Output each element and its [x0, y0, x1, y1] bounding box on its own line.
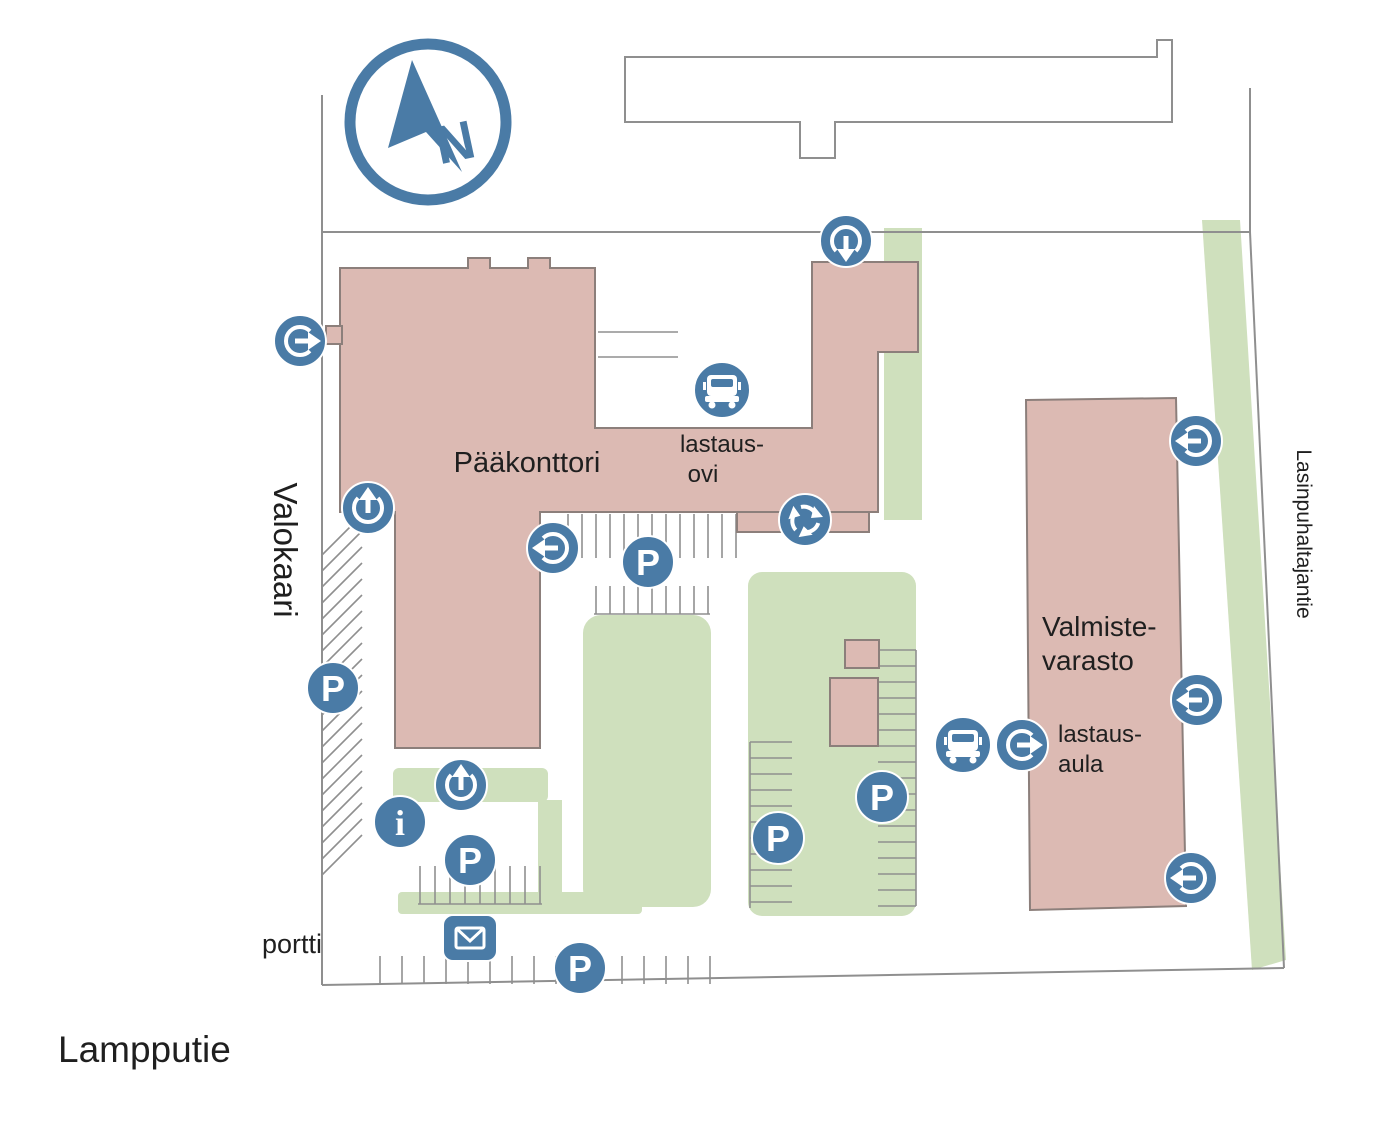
small-outbuilding-2 [829, 677, 879, 747]
entrance-arrow-icon [274, 315, 326, 367]
info-icon: i [373, 795, 427, 849]
parking-icon: P [621, 535, 675, 589]
loading-hall-label-line1: lastaus- [1058, 721, 1142, 748]
entrance-arrow-icon [996, 719, 1048, 771]
entrance-arrow-icon [820, 215, 872, 267]
parking-glyph: P [766, 818, 790, 859]
green-sliver [538, 800, 562, 906]
loading-hall-label-line2: aula [1058, 751, 1104, 778]
recycling-icon [777, 492, 833, 548]
gate-label: portti [262, 929, 322, 959]
entrance-arrow-icon [527, 522, 579, 574]
green-center-left [583, 615, 711, 907]
truck-icon [693, 361, 751, 419]
mailbox-icon [441, 913, 499, 963]
headquarters-building [339, 257, 919, 749]
entrance-arrow-icon [342, 482, 394, 534]
green-roadside-strip [1202, 220, 1286, 970]
parking-glyph: P [636, 542, 660, 583]
truck-icon [934, 716, 992, 774]
parking-icon: P [553, 941, 607, 995]
parking-icon: P [751, 811, 805, 865]
compass-needle [388, 60, 462, 172]
parking-stalls-center-right-column [878, 649, 917, 907]
info-glyph: i [395, 803, 405, 843]
loading-door-label-line2: ovi [688, 461, 719, 488]
loading-door-label-line1: lastaus- [680, 431, 764, 458]
entrance-arrow-icon [1165, 852, 1217, 904]
entrance-arrow-icon [1170, 415, 1222, 467]
neighbor-building-outline [624, 39, 1173, 159]
property-boundary [321, 88, 1285, 986]
green-areas [393, 220, 1286, 970]
loading-dock-lines [598, 331, 678, 358]
parking-glyph: P [870, 777, 894, 818]
warehouse-label-line1: Valmiste- [1042, 611, 1157, 642]
compass-icon: N [344, 38, 512, 206]
headquarters-entry-notch [325, 325, 343, 345]
street-label-valokaari: Valokaari [267, 482, 304, 617]
entrance-arrow-icon [435, 759, 487, 811]
parking-icon: P [855, 770, 909, 824]
warehouse-label-line2: varasto [1042, 645, 1134, 676]
street-label-lasinpuhaltajantie: Lasinpuhaltajantie [1292, 449, 1315, 618]
parking-glyph: P [458, 840, 482, 881]
parking-icon: P [306, 661, 360, 715]
street-label-lampputie: Lampputie [58, 1029, 231, 1070]
headquarters-label: Pääkonttori [454, 447, 601, 479]
parking-glyph: P [568, 948, 592, 989]
small-outbuilding-1 [844, 639, 880, 669]
entrance-arrow-icon [1171, 674, 1223, 726]
green-bottom-strip [398, 892, 642, 914]
parking-glyph: P [321, 668, 345, 709]
parking-icon: P [443, 833, 497, 887]
